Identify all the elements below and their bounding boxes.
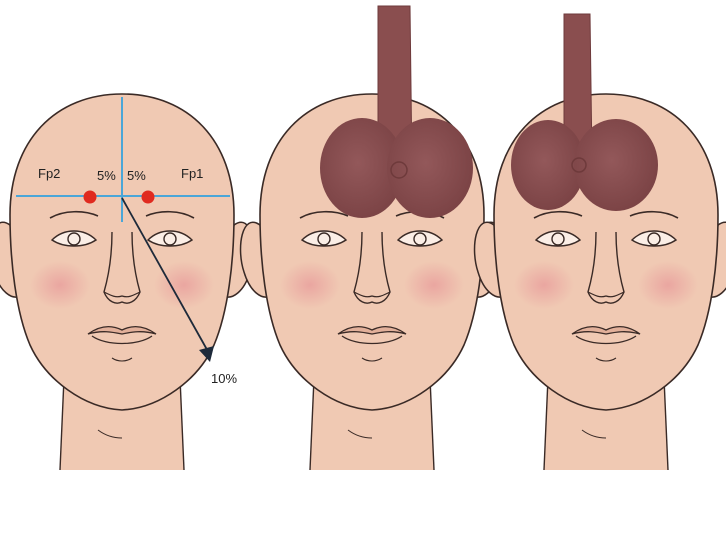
pct-right-label: 5% xyxy=(127,168,146,183)
head-pad-narrow-panel xyxy=(475,14,726,470)
head-pad-wide-panel xyxy=(241,6,504,470)
fp1-label: Fp1 xyxy=(181,166,203,181)
fp2-label: Fp2 xyxy=(38,166,60,181)
pct-left-label: 5% xyxy=(97,168,116,183)
pad-lobe-right xyxy=(387,118,473,218)
head-outline xyxy=(0,94,253,470)
pad-lobe-left xyxy=(511,120,585,210)
fp2-point xyxy=(84,191,97,204)
head-measurement-panel: Fp2 Fp1 5% 5% 10% xyxy=(0,94,253,470)
fp1-point xyxy=(142,191,155,204)
pct-arrow-label: 10% xyxy=(211,371,237,386)
